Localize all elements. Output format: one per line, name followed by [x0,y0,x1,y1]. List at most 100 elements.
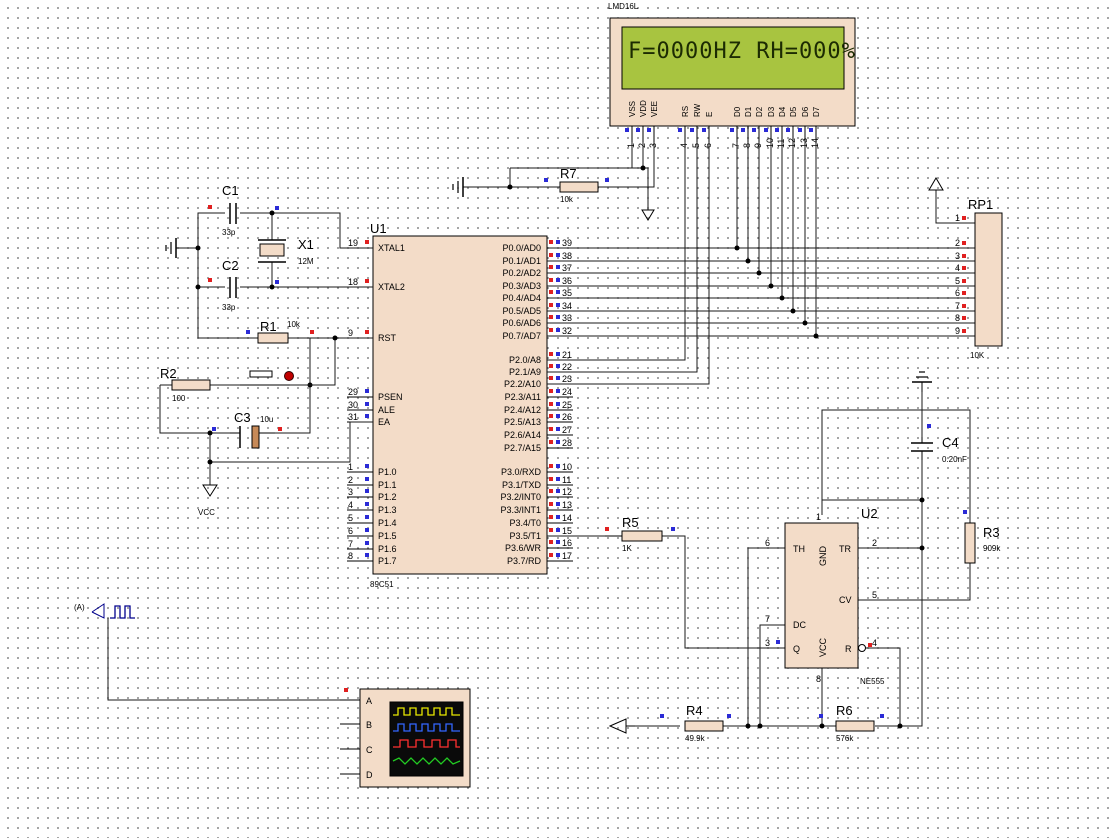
pin-marker [556,290,560,294]
r1-ref: R1 [260,319,277,334]
capacitor-c1[interactable]: C1 33p [222,183,239,237]
u1-pin-name-p21a9: P2.1/A9 [509,367,541,377]
ground-symbol-left [165,238,177,258]
u2-pin-q-num: 3 [765,638,770,648]
lcd-pin-d4: D4 [778,106,787,117]
resistor-r5[interactable]: R5 1K [605,515,663,553]
u1-pin-name-p23a11: P2.3/A11 [505,392,541,402]
resistor-r1[interactable]: R1 10k [257,319,301,344]
u2-pin-tr-num: 2 [872,538,877,548]
u1-pin-number: 18 [348,277,358,287]
u2-body [784,522,859,669]
pin-marker [365,553,369,557]
pin-marker [556,427,560,431]
pin-marker [962,279,966,283]
pin-marker [365,330,369,334]
pin-marker [556,376,560,380]
resistor-r2[interactable]: R2 100 [160,366,211,403]
u1-pin-name-p14: P1.4 [378,518,397,528]
pin-marker [556,464,560,468]
pin-marker [962,291,966,295]
generator-label: (A) [74,603,85,612]
wires [107,142,975,727]
reset-pushbutton[interactable] [240,370,320,386]
rp1-pin-number: 1 [955,213,960,223]
u1-pin-name-p06ad6: P0.6/AD6 [502,318,541,328]
lcd-display-text: F=0000HZ RH=000% [628,39,856,64]
pin-marker [962,304,966,308]
pin-marker [365,279,369,283]
lcd-pin-number: 12 [787,138,797,148]
vcc-label: VCC [198,508,215,517]
lcd-pin-vss: VSS [628,101,637,117]
u1-pin-name-ea: EA [378,417,390,427]
scope-channel-b: B [366,720,372,730]
pin-marker [549,364,553,368]
capacitor-c2[interactable]: C2 33p [222,258,239,312]
c3-ref: C3 [234,410,251,425]
pin-marker [647,128,651,132]
pin-marker [549,515,553,519]
u2-pin-th: TH [793,544,805,554]
pin-marker [556,540,560,544]
r4-value: 49.9k [685,734,706,743]
pin-marker [556,265,560,269]
pin-marker [365,464,369,468]
r3-value: 909k [983,544,1001,553]
lcd-module[interactable]: LMD16L F=0000HZ RH=000% VSS1VDD2VEE3RS4R… [608,2,856,148]
pin-marker [556,515,560,519]
pin-marker [556,303,560,307]
pin-marker [730,128,734,132]
scope-screen [389,701,464,777]
rp1-pin-number: 3 [955,251,960,261]
pin-marker [549,240,553,244]
pin-marker [549,427,553,431]
pin-marker [365,240,369,244]
resistor-r3[interactable]: R3 909k [964,522,1001,564]
u2-pin-dc: DC [793,620,806,630]
pin-marker [962,329,966,333]
u1-pin-name-p31txd: P3.1/TXD [502,480,542,490]
lcd-pin-d1: D1 [744,106,753,117]
u2-pin-r: R [845,644,852,654]
u2-pin-vcc: VCC [818,637,828,657]
pin-marker [556,528,560,532]
resistor-r4[interactable]: R4 49.9k [684,703,724,743]
scope-trace-b [393,723,460,732]
u1-pin-name-xtal1: XTAL1 [378,243,405,253]
pin-marker [549,253,553,257]
capacitor-c3[interactable]: C3 10u [230,410,275,449]
u1-pin-number: 37 [562,263,572,273]
crystal-x1[interactable]: X1 12M [258,237,314,266]
pin-marker [786,128,790,132]
u1-pin-name-p37rd: P3.7/RD [507,556,542,566]
square-wave-icon [110,605,135,619]
pin-marker [549,502,553,506]
capacitor-c4[interactable]: C4 0.20nF [911,435,967,464]
pin-marker [775,128,779,132]
pin-marker [556,278,560,282]
resistor-r7[interactable]: R7 10k [559,166,599,204]
pin-marker [636,128,640,132]
signal-generator[interactable]: (A) [74,603,135,619]
u1-body [372,235,548,575]
pin-marker [690,128,694,132]
pin-marker [549,489,553,493]
resistor-r6[interactable]: R6 576k [835,703,875,743]
x1-ref: X1 [298,237,314,252]
scope-trace-c [393,739,460,748]
pin-marker [549,402,553,406]
u2-timer[interactable]: U2 TH TR CV DC Q R GND VCC 6 2 5 7 3 4 1… [765,506,885,686]
output-terminal-arrow [608,718,635,734]
pin-marker [365,489,369,493]
pin-marker [556,502,560,506]
lcd-pin-number: 9 [753,143,763,148]
u1-pin-name-p20a8: P2.0/A8 [509,355,541,365]
u1-pin-number: 7 [348,539,353,549]
lcd-pin-number: 8 [742,143,752,148]
lcd-pin-d7: D7 [812,106,821,117]
u1-pin-name-p15: P1.5 [378,531,397,541]
